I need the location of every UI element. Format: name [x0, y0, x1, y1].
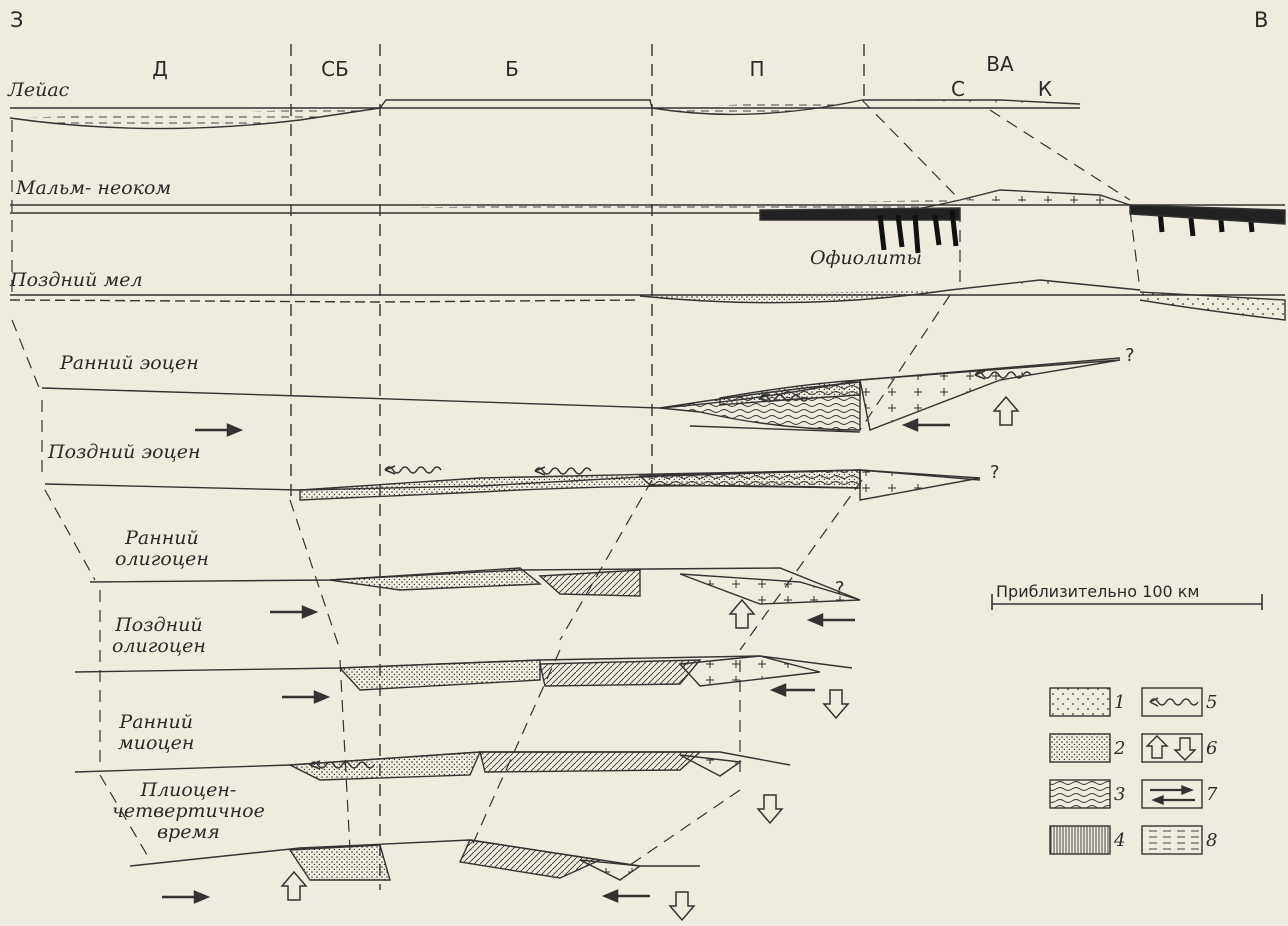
legend-box-3 [1050, 780, 1110, 808]
stage-label-late-oligocene: Поздний олигоцен [112, 615, 206, 657]
stage-line: Ранний [118, 712, 194, 733]
legend-number-8: 8 [1206, 830, 1217, 851]
wavy-arrows [310, 371, 1031, 769]
stage-line: Ранний [115, 528, 209, 549]
zone-label-b: Б [505, 57, 519, 81]
section-late-eocene [45, 470, 980, 500]
stage-label-early-oligocene: Ранний олигоцен [115, 528, 209, 570]
question-mark: ? [835, 578, 845, 599]
question-mark: ? [1125, 345, 1135, 366]
stage-label-early-miocene: Ранний миоцен [118, 712, 194, 754]
legend-number-4: 4 [1114, 830, 1125, 851]
section-early-miocene [75, 752, 790, 780]
section-late-oligocene [75, 656, 852, 690]
question-mark: ? [990, 462, 1000, 483]
legend-box-8 [1142, 826, 1202, 854]
stage-line: олигоцен [112, 636, 206, 657]
section-malm-neocom [10, 190, 1285, 253]
stage-line: Поздний [112, 615, 206, 636]
legend-symbols [1147, 698, 1198, 804]
section-early-eocene [42, 358, 1120, 432]
zone-label-k: К [1038, 77, 1052, 101]
stage-label-pliocene-quaternary: Плиоцен- четвертичное время [112, 780, 265, 843]
legend-box-4 [1050, 826, 1110, 854]
legend-boxes [1050, 688, 1202, 854]
legend-box-1 [1050, 688, 1110, 716]
legend-number-7: 7 [1206, 784, 1217, 805]
section-early-oligocene [90, 568, 860, 604]
zone-label-va: ВА [986, 52, 1013, 76]
stage-line: время [112, 822, 265, 843]
zone-label-sb: СБ [321, 57, 349, 81]
stage-label-lias: Лейас [8, 80, 69, 101]
legend-number-2: 2 [1114, 738, 1125, 759]
legend-number-5: 5 [1206, 692, 1217, 713]
stage-label-late-cretaceous: Поздний мел [10, 270, 143, 291]
scale-label: Приблизительно 100 км [996, 582, 1200, 601]
stage-label-malm-neocom: Мальм- неоком [16, 178, 171, 199]
zone-label-s: С [951, 77, 965, 101]
legend-number-6: 6 [1206, 738, 1217, 759]
legend-box-6 [1142, 734, 1202, 762]
west-corner-label: З [10, 8, 24, 32]
section-late-cretaceous [10, 280, 1285, 320]
east-corner-label: В [1254, 8, 1269, 32]
stage-line: миоцен [118, 733, 194, 754]
stage-line: четвертичное [112, 801, 265, 822]
stage-line: олигоцен [115, 549, 209, 570]
ophiolites-label: Офиолиты [810, 248, 922, 269]
stage-label-early-eocene: Ранний эоцен [60, 353, 199, 374]
zone-label-d: Д [152, 57, 168, 81]
legend-number-1: 1 [1114, 692, 1125, 713]
section-pliocene-quaternary [130, 840, 700, 880]
stage-label-late-eocene: Поздний эоцен [48, 442, 201, 463]
zone-label-p: П [749, 57, 764, 81]
legend-number-3: 3 [1114, 784, 1125, 805]
section-lias [10, 100, 1080, 129]
push-arrows [162, 420, 950, 902]
legend-box-2 [1050, 734, 1110, 762]
stage-line: Плиоцен- [112, 780, 265, 801]
legend-box-7 [1142, 780, 1202, 808]
